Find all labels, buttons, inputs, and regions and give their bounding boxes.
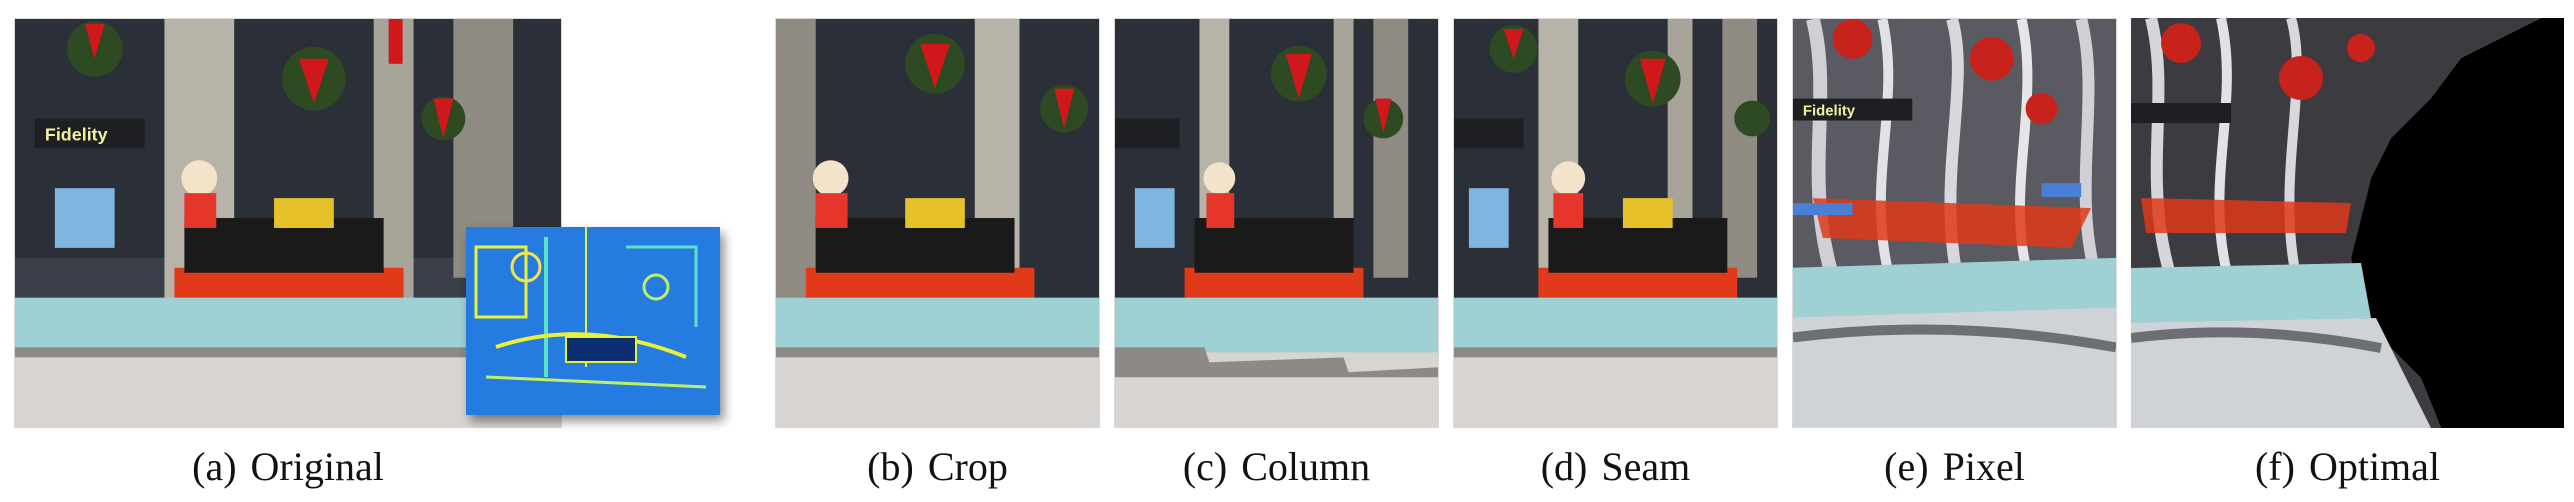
caption-tag: (c) (1182, 444, 1228, 489)
panel-pixel-image: Fidelity (1792, 18, 2117, 428)
energy-map (466, 227, 720, 415)
caption-tag: (a) (192, 444, 237, 489)
caption-tag: (f) (2254, 444, 2295, 489)
caption-original: (a) Original (14, 443, 562, 491)
seam-scene (1454, 19, 1777, 427)
fidelity-sign-warped: Fidelity (1803, 104, 1856, 120)
caption-label: Optimal (2308, 444, 2441, 489)
caption-crop: (b) Crop (775, 443, 1100, 491)
panel-seam-image (1453, 18, 1778, 428)
caption-label: Original (250, 444, 384, 489)
crop-scene (776, 19, 1099, 427)
pixel-scene: Fidelity (1793, 19, 2116, 427)
caption-column: (c) Column (1114, 443, 1439, 491)
caption-label: Column (1241, 444, 1371, 489)
energy-map-inset (466, 227, 720, 415)
caption-pixel: (e) Pixel (1792, 443, 2117, 491)
panel-optimal-image (2131, 18, 2564, 428)
caption-seam: (d) Seam (1453, 443, 1778, 491)
caption-tag: (d) (1540, 444, 1588, 489)
panel-column-image (1114, 18, 1439, 428)
caption-tag: (b) (867, 444, 914, 489)
caption-tag: (e) (1884, 444, 1929, 489)
fidelity-sign: Fidelity (45, 124, 108, 144)
panel-crop-image (775, 18, 1100, 428)
optimal-scene (2131, 18, 2564, 428)
caption-label: Crop (927, 444, 1008, 489)
caption-label: Pixel (1942, 444, 2025, 489)
column-scene (1115, 19, 1438, 427)
panel-original-image: Fidelity (14, 18, 562, 428)
original-scene: Fidelity (15, 19, 561, 427)
caption-optimal: (f) Optimal (2131, 443, 2564, 491)
caption-label: Seam (1601, 444, 1691, 489)
